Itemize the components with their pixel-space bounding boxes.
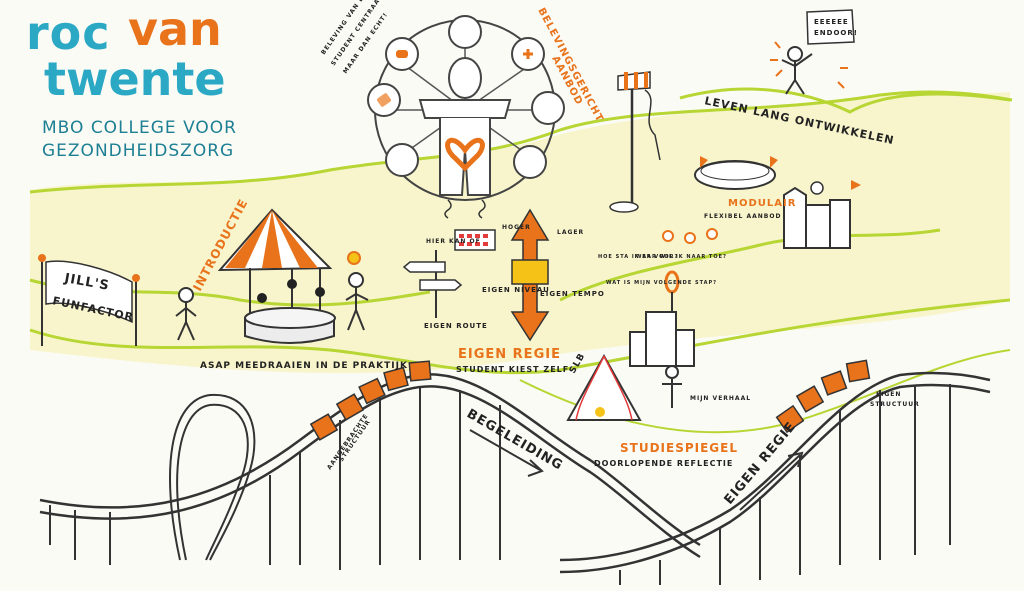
label-endoor: ENDOOR! (814, 29, 858, 37)
path-right (559, 228, 941, 302)
funfactor-banner (38, 254, 140, 346)
winners-podium (629, 270, 695, 408)
label-wat-is-mijn: WAT IS MIJN VOLGENDE STAP? (606, 280, 717, 286)
track-supports (49, 384, 951, 585)
label-eigen: EIGEN (876, 391, 901, 398)
label-structuur2: STRUCTUUR (870, 401, 920, 408)
label-eigen-niveau: EIGEN NIVEAU (482, 286, 550, 294)
label-eigen-tempo: EIGEN TEMPO (540, 290, 605, 298)
label-student-kiest: STUDENT KIEST ZELF (456, 365, 569, 374)
logo-van: van (128, 2, 222, 56)
slb-tent (566, 353, 642, 421)
hill-line-far (679, 87, 1011, 114)
label-asap: ASAP MEEDRAAIEN IN DE PRAKTIJK (200, 361, 408, 371)
subtitle-line2: GEZONDHEIDSZORG (42, 141, 235, 161)
label-begeleiding: BEGELEIDING (464, 406, 565, 473)
label-lager: LAGER (557, 229, 584, 236)
logo-twente: twente (44, 52, 226, 106)
level-arrow (510, 208, 550, 342)
logo-roc: roc (26, 6, 111, 60)
coaster-cars-right (775, 359, 871, 434)
cheering-figure (770, 9, 855, 95)
label-flexibel: FLEXIBEL AANBOD (704, 213, 781, 220)
confused-figure (175, 287, 197, 341)
archery-targets (662, 228, 718, 244)
label-mijn-verhaal: MIJN VERHAAL (690, 395, 751, 402)
label-doorlopende: DOORLOPENDE REFLECTIE (594, 459, 733, 468)
flag-pole (609, 71, 661, 213)
label-slb: SLB (568, 351, 588, 375)
label-hoe-sta-ik: HOE STA IK ER VOOR? (598, 254, 678, 260)
label-eigen-route: EIGEN ROUTE (424, 322, 488, 330)
signpost (402, 229, 496, 318)
track-arrows (469, 429, 804, 511)
ferris-wheel (367, 15, 565, 219)
label-modulair: MODULAIR (728, 198, 796, 209)
castle (783, 180, 861, 249)
label-hoger: HOGER (502, 224, 531, 231)
label-waar-wil-ik: WAAR WIL IK NAAR TOE? (636, 254, 727, 260)
subtitle-line1: MBO COLLEGE VOOR (42, 118, 237, 138)
teacup-ride (694, 156, 778, 190)
carousel (217, 208, 336, 344)
hill-line-bottom (29, 298, 1011, 375)
coaster-cars-left (309, 360, 432, 441)
label-hier-kan-of: HIER KAN OF (426, 238, 481, 245)
label-studiespiegel: STUDIESPIEGEL (620, 441, 738, 455)
label-eeeee: EEEEEE (814, 18, 849, 26)
idea-figure (345, 251, 369, 331)
label-eigen-regie-title: EIGEN REGIE (458, 347, 561, 362)
roller-coaster-loop (169, 393, 256, 561)
